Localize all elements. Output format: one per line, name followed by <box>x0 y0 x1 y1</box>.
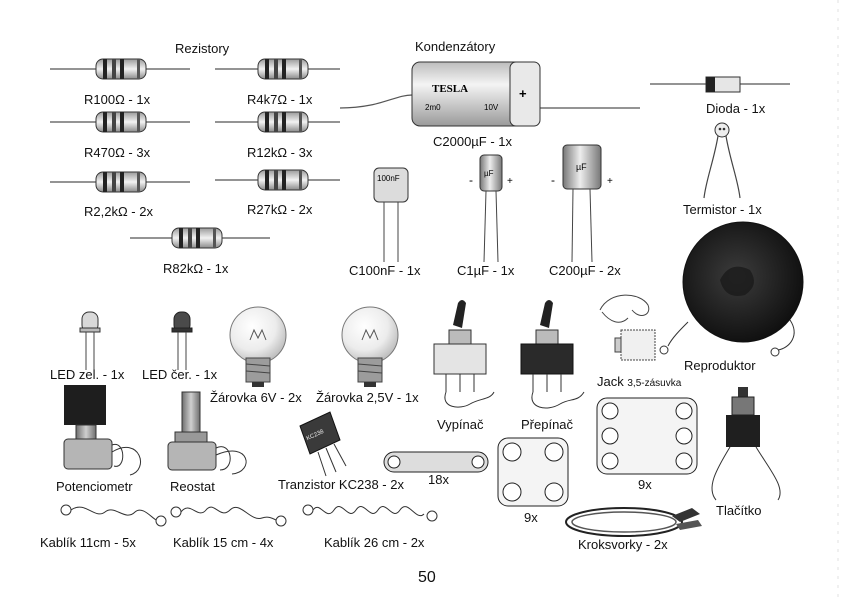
bulb-2-5v-label: Žárovka 2,5V - 1x <box>316 390 419 405</box>
switch-vypinac <box>433 300 495 408</box>
capacitor-brand: TESLA <box>432 83 468 95</box>
resistor-label: R27kΩ - 2x <box>247 202 313 217</box>
resistor-label: R82kΩ - 1x <box>163 261 229 276</box>
thermistor <box>703 122 741 199</box>
rheostat <box>167 391 247 475</box>
led-green <box>79 311 101 370</box>
thermistor-label: Termistor - 1x <box>683 202 762 217</box>
capacitor-1uf: µF - + <box>469 154 513 263</box>
connector-link-count: 18x <box>428 472 449 487</box>
capacitor-1uf-label: C1µF - 1x <box>457 263 515 278</box>
led-red <box>171 311 193 370</box>
capacitor-100nf-marking: 100nF <box>377 174 400 183</box>
resistor-r100 <box>50 58 190 80</box>
potentiometer-label: Potenciometr <box>56 479 133 494</box>
speaker-label: Reproduktor <box>684 358 756 373</box>
cable-15cm-label: Kablík 15 cm - 4x <box>173 535 274 550</box>
rheostat-label: Reostat <box>170 479 215 494</box>
capacitor-200uf-label: C200µF - 2x <box>549 263 621 278</box>
resistor-label: R2,2kΩ - 2x <box>84 204 153 219</box>
capacitor-200uf-plus: + <box>607 176 613 187</box>
capacitor-200uf-marking: µF <box>576 162 587 172</box>
resistor-r2k2 <box>50 171 190 193</box>
bulb-6v-label: Žárovka 6V - 2x <box>210 390 302 405</box>
bulb-6v <box>229 306 287 387</box>
capacitor-100nf: 100nF <box>373 167 409 262</box>
cable-15cm <box>170 506 287 527</box>
cable-11cm-label: Kablík 11cm - 5x <box>40 535 136 550</box>
resistor-label: R12kΩ - 3x <box>247 145 313 160</box>
plate-small <box>497 437 569 507</box>
switch-vypinac-label: Vypínač <box>437 417 484 432</box>
capacitor-200uf-minus: - <box>551 173 555 187</box>
jack-label-main: Jack <box>597 374 624 389</box>
capacitor-marking-left: 2m0 <box>425 103 441 112</box>
capacitor-100nf-label: C100nF - 1x <box>349 263 421 278</box>
section-title-resistors: Rezistory <box>175 41 230 56</box>
diode-label: Dioda - 1x <box>706 101 766 116</box>
capacitor-1uf-plus: + <box>507 176 513 187</box>
led-red-label: LED čer. - 1x <box>142 367 218 382</box>
page-number: 50 <box>418 569 436 586</box>
resistor-label: R470Ω - 3x <box>84 145 151 160</box>
cable-11cm <box>60 504 167 527</box>
transistor-label: Tranzistor KC238 - 2x <box>278 477 404 492</box>
speaker <box>659 221 804 357</box>
switch-prepinac-label: Přepínač <box>521 417 574 432</box>
capacitor-1uf-minus: - <box>469 173 473 187</box>
cable-26cm-label: Kablík 26 cm - 2x <box>324 535 425 550</box>
resistor-r82k <box>130 227 270 249</box>
plate-big <box>596 397 698 475</box>
crocodile-clips <box>565 507 702 537</box>
transistor-kc238: KC238 <box>299 411 347 477</box>
push-button-label: Tlačítko <box>716 503 762 518</box>
bulb-2-5v <box>341 306 399 387</box>
connector-link <box>383 451 489 473</box>
resistor-r4k7 <box>215 58 340 80</box>
capacitor-marking-right: 10V <box>484 103 499 112</box>
switch-prepinac <box>520 300 585 409</box>
plate-small-count: 9x <box>524 510 538 525</box>
jack-label: Jack 3,5-zásuvka <box>597 375 681 391</box>
capacitor-2000uf: TESLA 2m0 10V + <box>339 61 640 127</box>
cable-26cm <box>302 504 438 522</box>
jack-label-small: 3,5-zásuvka <box>627 378 682 389</box>
capacitor-1uf-marking: µF <box>484 169 494 178</box>
jack-socket <box>599 294 656 361</box>
capacitor-plus: + <box>519 86 527 101</box>
potentiometer <box>63 385 141 476</box>
resistor-r12k <box>215 111 340 133</box>
resistor-r27k <box>215 169 340 191</box>
capacitor-2000uf-label: C2000µF - 1x <box>433 134 513 149</box>
capacitor-200uf: µF - + <box>551 144 613 263</box>
led-green-label: LED zel. - 1x <box>50 367 125 382</box>
diode <box>650 76 790 93</box>
plate-big-count: 9x <box>638 477 652 492</box>
push-button <box>711 387 781 501</box>
section-title-capacitors: Kondenzátory <box>415 39 496 54</box>
resistor-label: R4k7Ω - 1x <box>247 92 313 107</box>
resistor-r470 <box>50 111 190 133</box>
crocodile-clips-label: Kroksvorky - 2x <box>578 537 668 552</box>
resistor-label: R100Ω - 1x <box>84 92 151 107</box>
